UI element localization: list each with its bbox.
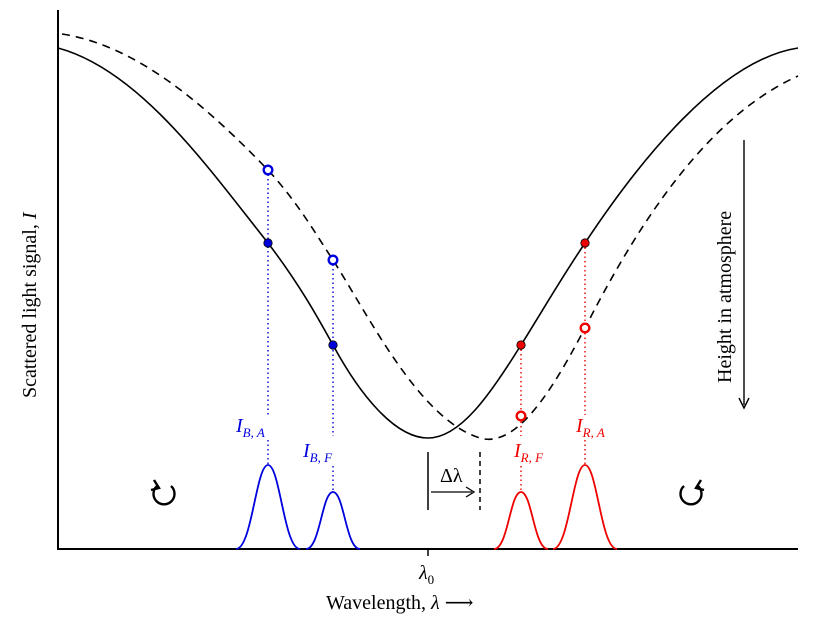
- red-a-shifted-point: [579, 322, 591, 334]
- blue-filter-f: [305, 491, 361, 550]
- label-blue-f: IB, F: [302, 440, 333, 465]
- height-arrowhead: [738, 397, 750, 410]
- red-a-rest-point: [580, 238, 590, 248]
- blue-filter-a: [235, 464, 301, 550]
- x-tick-label: λ0: [418, 562, 434, 587]
- height-arrow-label: Height in atmosphere: [714, 211, 736, 383]
- rotation-left-icon: [150, 479, 176, 506]
- label-red-f: IR, F: [513, 440, 544, 465]
- delta-lambda-arrowhead: [465, 486, 476, 498]
- label-red-a: IR, A: [575, 415, 605, 440]
- y-axis-label: Scattered light signal, I: [19, 211, 41, 398]
- blue-a-shifted-point: [262, 164, 274, 176]
- shifted-profile-curve: [61, 33, 799, 441]
- red-filter-a: [552, 464, 618, 550]
- blue-a-rest-point: [263, 238, 273, 248]
- delta-lambda-label: Δλ: [440, 465, 463, 487]
- label-blue-a: IB, A: [235, 415, 265, 440]
- red-f-shifted-point: [515, 410, 527, 422]
- blue-f-shifted-point: [327, 254, 339, 266]
- rotation-right-icon: [679, 479, 705, 506]
- blue-f-rest-point: [328, 340, 338, 350]
- x-axis-label: Wavelength, λ ⟶: [326, 592, 473, 614]
- red-f-rest-point: [516, 340, 526, 350]
- rest-profile-curve: [57, 47, 799, 439]
- red-filter-f: [493, 491, 549, 550]
